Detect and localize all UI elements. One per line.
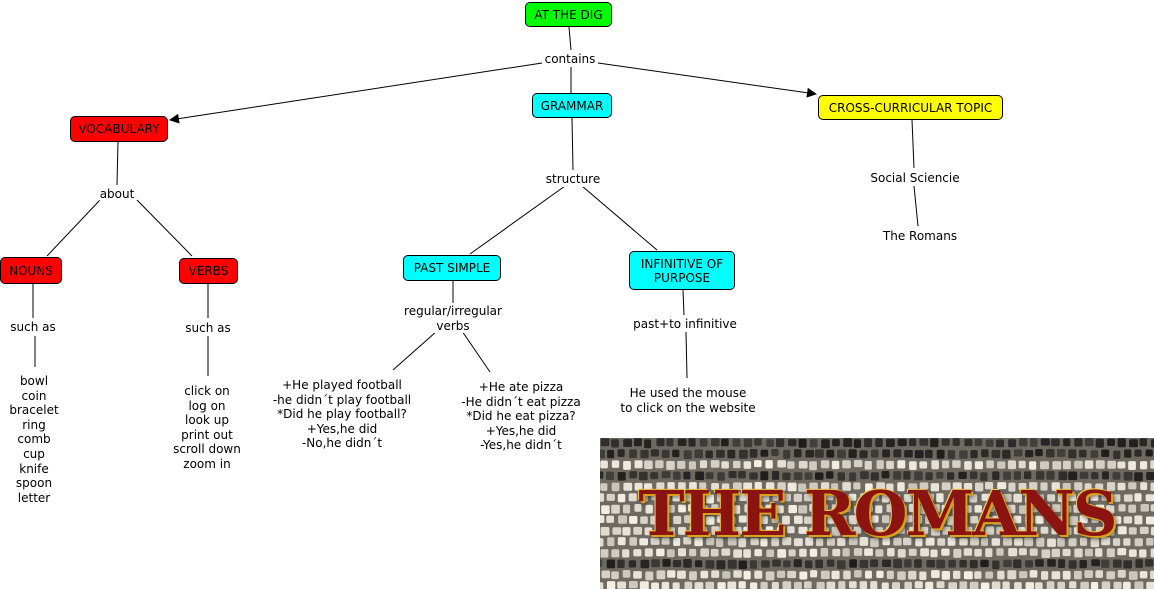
node-nouns[interactable]: NOUNS — [0, 257, 62, 284]
node-infinitive-of-purpose[interactable]: INFINITIVE OF PURPOSE — [629, 251, 735, 290]
concept-ate-pizza: +He ate pizza -He didn´t eat pizza *Did … — [461, 380, 581, 453]
node-at-the-dig[interactable]: AT THE DIG — [525, 2, 612, 27]
node-past-simple[interactable]: PAST SIMPLE — [403, 255, 501, 281]
concept-nouns-list: bowl coin bracelet ring comb cup knife s… — [9, 374, 59, 506]
concept-mouse-example: He used the mouse to click on the websit… — [620, 386, 756, 416]
concept-verbs-list: click on log on look up print out scroll… — [173, 384, 241, 472]
node-vocabulary[interactable]: VOCABULARY — [70, 116, 168, 142]
concept-the-romans: The Romans — [882, 229, 958, 244]
node-verbs[interactable]: VERBS — [179, 258, 238, 284]
link-label-verbs-such-as: such as — [185, 321, 231, 336]
concept-social-science: Social Sciencie — [870, 171, 960, 186]
link-label-nouns-such-as: such as — [10, 320, 56, 335]
link-label-past-to-infinitive: past+to infinitive — [633, 317, 737, 332]
the-romans-banner: THE ROMANS — [600, 438, 1154, 589]
node-cross-curricular-topic[interactable]: CROSS-CURRICULAR TOPIC — [818, 95, 1003, 120]
link-label-about: about — [99, 187, 135, 202]
concept-played-football: +He played football -he didn´t play foot… — [272, 378, 412, 451]
link-label-structure: structure — [545, 172, 601, 187]
link-label-contains: contains — [544, 52, 596, 67]
banner-title: THE ROMANS — [638, 477, 1117, 550]
link-label-regular-irregular: regular/irregular verbs — [404, 304, 502, 334]
node-grammar[interactable]: GRAMMAR — [532, 93, 612, 118]
